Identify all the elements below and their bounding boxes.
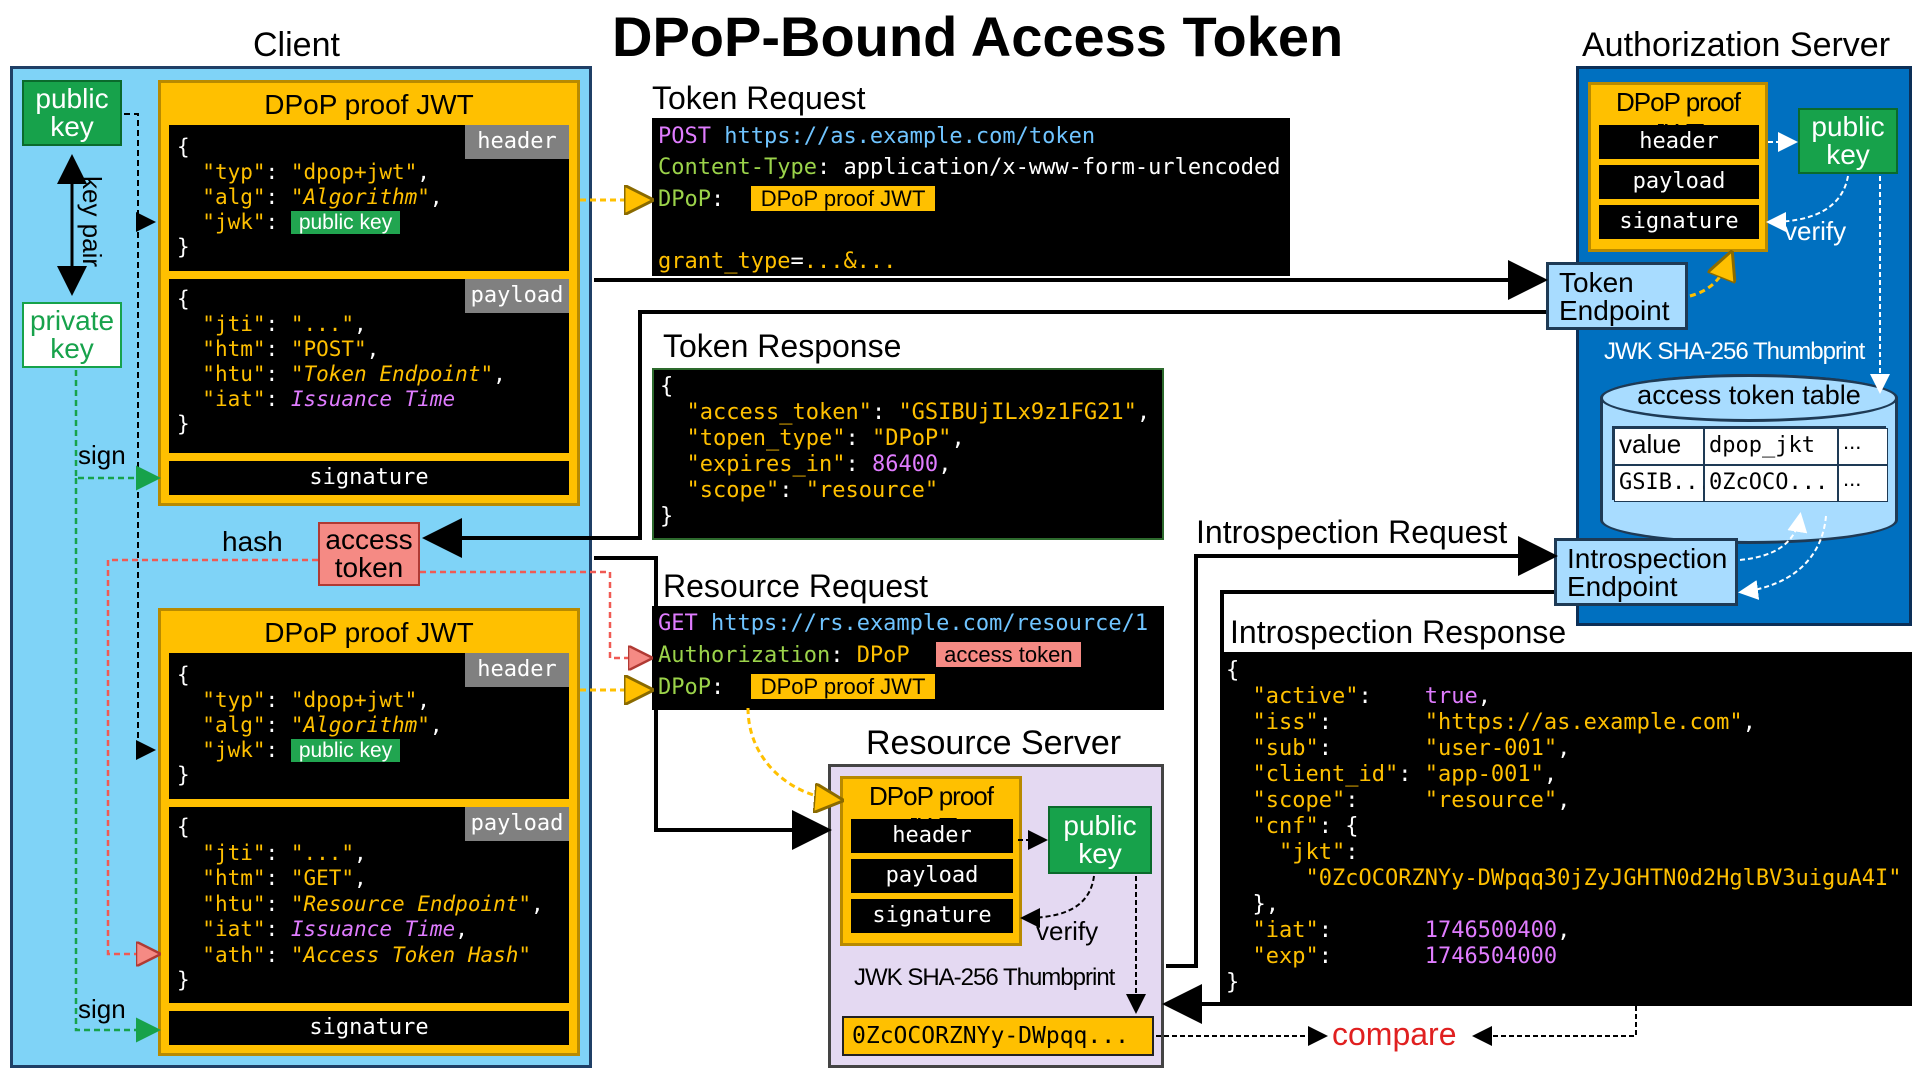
access-token-table-grid: value dpop_jkt ... GSIB... 0ZcOCO... ... [1612, 426, 1888, 502]
introspection-result-arrow [1738, 515, 1827, 600]
rs-jwt-header: header [851, 819, 1013, 853]
token-response-box: { "access_token": "GSIBUjILx9z1FG21", "t… [652, 368, 1164, 540]
rs-public-key: public key [1048, 806, 1152, 874]
token-request-label: Token Request [652, 80, 866, 116]
as-jwt-payload: payload [1599, 165, 1759, 199]
introspection-response-arrow [1162, 590, 1554, 1024]
token-response-arrow [422, 310, 1546, 558]
dpop-jwt-2-header: header { "typ": "dpop+jwt", "alg": "Algo… [169, 653, 569, 799]
table-col-value: value [1614, 428, 1704, 465]
rs-jwt-signature: signature [851, 899, 1013, 933]
client-label: Client [253, 26, 340, 64]
introspection-endpoint[interactable]: Introspection Endpoint [1554, 538, 1738, 606]
as-dpop-jwt: DPoP proof JWT header payload signature [1588, 82, 1768, 252]
as-verify-arrow [1766, 175, 1849, 232]
hash-arrow [106, 558, 318, 954]
page-title: DPoP-Bound Access Token [612, 5, 1344, 68]
introspection-request-label: Introspection Request [1196, 514, 1508, 550]
client-private-key: private key [22, 302, 122, 368]
auth-server-label: Authorization Server [1582, 26, 1891, 64]
access-token-table-title: access token table [1637, 380, 1861, 410]
pubkey-to-jwt1-arrow [124, 113, 156, 232]
sign-label-2: sign [78, 994, 126, 1024]
dpop-jwt-1-title: DPoP proof JWT [264, 89, 474, 120]
compare-arrow-right [1472, 894, 1637, 1046]
token-request-box: POST https://as.example.com/token Conten… [652, 118, 1290, 276]
as-public-key: public key [1798, 108, 1898, 174]
dpop-jwt-2-payload: payload { "jti": "...", "htm": "GET", "h… [169, 807, 569, 1003]
introspection-lookup-arrow [1739, 512, 1808, 561]
access-token-box: access token [318, 522, 420, 586]
introspection-response-label: Introspection Response [1230, 614, 1567, 650]
resource-request-dpop-pill: DPoP proof JWT [750, 674, 936, 699]
rs-thumbprint-value: 0ZcOCORZNYy-DWpqq... [842, 1016, 1154, 1056]
resource-request-access-token-pill: access token [936, 642, 1081, 667]
table-cell-jkt: 0ZcOCO... [1704, 465, 1838, 502]
dpop-jwt-1-signature: signature [169, 461, 569, 495]
as-jwt-signature: signature [1599, 205, 1759, 239]
token-endpoint-to-jwt-arrow [1689, 256, 1730, 298]
table-cell-value: GSIB... [1614, 465, 1712, 502]
dpop-jwt-2-title: DPoP proof JWT [264, 617, 474, 648]
access-token-to-request-arrow [420, 570, 648, 658]
compare-label: compare [1332, 1016, 1457, 1052]
dpop-jwt-1-header: header { "typ": "dpop+jwt", "alg": "Algo… [169, 125, 569, 271]
payload-tag: payload [465, 279, 569, 313]
table-cell-more: ... [1838, 465, 1888, 502]
jwk-public-key: public key [290, 211, 401, 234]
dpop-jwt-2-signature: signature [169, 1011, 569, 1045]
rs-dpop-jwt: DPoP proof JWT header payload signature [840, 776, 1022, 946]
sign-label-1: sign [78, 440, 126, 470]
resource-request-box: GET https://rs.example.com/resource/1 Au… [652, 606, 1164, 710]
rs-thumbprint-label: JWK SHA-256 Thumbprint [854, 964, 1115, 991]
hash-label: hash [222, 526, 283, 557]
introspection-jkt-value: "0ZcOCORZNYy-DWpqq30jZyJGHTN0d2HglBV3uig… [1305, 866, 1902, 891]
sign-arrow-2 [74, 478, 161, 1043]
introspection-response-box: { "active": true, "iss": "https://as.exa… [1220, 652, 1912, 1006]
dpop-jwt-1-payload: payload { "jti": "...", "htm": "POST", "… [169, 279, 569, 453]
resource-request-arrow [594, 556, 832, 850]
token-request-dpop-pill: DPoP proof JWT [750, 186, 936, 211]
header-tag: header [465, 653, 569, 687]
table-col-more: ... [1838, 428, 1888, 465]
dpop-jwt-2: DPoP proof JWT header { "typ": "dpop+jwt… [158, 608, 580, 1056]
rs-jwt-payload: payload [851, 859, 1013, 893]
rs-verify-label: verify [1036, 916, 1099, 946]
jwk-public-key: public key [290, 739, 401, 762]
dpop-jwt-1: DPoP proof JWT header { "typ": "dpop+jwt… [158, 80, 580, 506]
client-public-key: public key [22, 80, 122, 146]
header-tag: header [465, 125, 569, 159]
key-pair-label: key pair [77, 176, 107, 268]
pubkey-to-jwt2-arrow [136, 222, 156, 760]
rs-verify-arrow [1020, 875, 1095, 928]
as-thumbprint-label: JWK SHA-256 Thumbprint [1604, 338, 1865, 365]
as-jwt-header: header [1599, 125, 1759, 159]
introspection-request-arrow [1166, 536, 1558, 968]
token-endpoint[interactable]: Token Endpoint [1546, 262, 1688, 330]
payload-tag: payload [465, 807, 569, 841]
table-col-dpop-jkt: dpop_jkt [1704, 428, 1838, 465]
token-response-label: Token Response [663, 328, 902, 364]
resource-server-label: Resource Server [866, 724, 1122, 762]
access-token-table-top [1600, 374, 1898, 422]
resource-request-label: Resource Request [663, 568, 929, 604]
sign-arrow-1 [74, 370, 161, 491]
dpop-to-rs-jwt-arrow [746, 707, 838, 800]
